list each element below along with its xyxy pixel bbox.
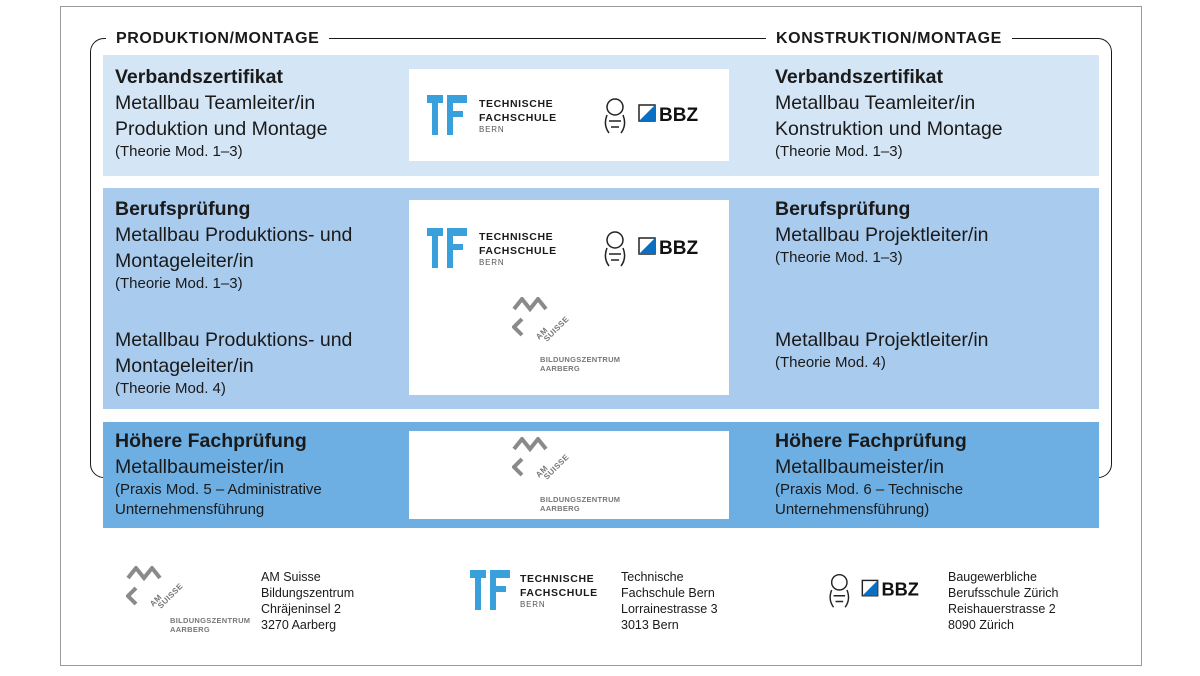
footer-am-suisse-address: AM Suisse Bildungszentrum Chräjeninsel 2… — [261, 569, 354, 633]
tf-line1: TECHNISCHE — [479, 231, 554, 243]
band1-right-note: (Theorie Mod. 1–3) — [775, 143, 903, 160]
band2-right-a-text: Berufsprüfung Metallbau Projektleiter/in… — [775, 196, 989, 268]
am-sub2: AARBERG — [540, 364, 581, 373]
am-sub1: BILDUNGSZENTRUM — [170, 616, 251, 625]
band2-left-b-line1: Metallbau Produktions- und — [115, 329, 353, 351]
band2-right-b-note: (Theorie Mod. 4) — [775, 354, 886, 371]
address-line: Berufsschule Zürich — [948, 586, 1059, 600]
band2-left-b-text: Metallbau Produktions- und Montageleiter… — [115, 327, 352, 399]
band1-left-line2: Produktion und Montage — [115, 118, 328, 140]
band1-left-text: Verbandszertifikat Metallbau Teamleiter/… — [115, 64, 327, 162]
band1-right-line1: Metallbau Teamleiter/in — [775, 92, 976, 114]
tf-line2: FACHSCHULE — [520, 587, 598, 599]
band2-left-b-note: (Theorie Mod. 4) — [115, 380, 226, 397]
band2-right-a-title: Berufsprüfung — [775, 198, 911, 220]
band1-right-title: Verbandszertifikat — [775, 66, 943, 88]
tf-line3: BERN — [479, 125, 505, 134]
bbz-lion-icon: BBZ — [829, 573, 919, 608]
band2-left-a-line2: Montageleiter/in — [115, 250, 254, 272]
footer-tf-logo: TECHNISCHE FACHSCHULE BERN — [470, 570, 597, 615]
band3-right-note1: (Praxis Mod. 6 – Technische — [775, 481, 964, 498]
band1-right-text: Verbandszertifikat Metallbau Teamleiter/… — [775, 64, 1003, 162]
am-suisse-icon — [125, 564, 162, 606]
band1-right-line2: Konstruktion und Montage — [775, 118, 1003, 140]
tf-line3: BERN — [520, 600, 546, 609]
address-line: Lorrainestrasse 3 — [621, 602, 718, 616]
band3-left-note2: Unternehmensführung — [115, 501, 265, 518]
footer-bbz-address: Baugewerbliche Berufsschule Zürich Reish… — [948, 569, 1058, 633]
am-sub2: AARBERG — [540, 504, 581, 513]
band1-left-note: (Theorie Mod. 1–3) — [115, 143, 243, 160]
am-sub2: AARBERG — [170, 625, 211, 634]
address-line: AM Suisse — [261, 570, 321, 584]
band3-right-line1: Metallbaumeister/in — [775, 456, 945, 478]
header-produktion: PRODUKTION/MONTAGE — [106, 29, 330, 49]
address-line: 8090 Zürich — [948, 618, 1015, 632]
address-line: Bildungszentrum — [261, 586, 355, 600]
outer-frame — [60, 6, 1142, 666]
address-line: Baugewerbliche — [948, 570, 1037, 584]
bbz-logo: BBZ — [599, 95, 719, 140]
tf-logo: TECHNISCHE FACHSCHULE BERN — [427, 95, 556, 140]
band2-right-b-line1: Metallbau Projektleiter/in — [775, 329, 989, 351]
tf-logo-icon — [427, 228, 467, 268]
band3-left-line1: Metallbaumeister/in — [115, 456, 285, 478]
header-konstruktion: KONSTRUKTION/MONTAGE — [766, 29, 1012, 49]
address-line: Fachschule Bern — [621, 586, 715, 600]
bbz-lion-icon: BBZ — [604, 98, 698, 134]
footer-tf-address: Technische Fachschule Bern Lorrainestras… — [621, 569, 718, 633]
band1-logo-box: TECHNISCHE FACHSCHULE BERN BBZ — [409, 69, 729, 161]
tf-logo: TECHNISCHE FACHSCHULE BERN — [427, 228, 556, 273]
band2-left-a-title: Berufsprüfung — [115, 198, 251, 220]
band2-right-a-note: (Theorie Mod. 1–3) — [775, 249, 903, 266]
band2-left-a-note: (Theorie Mod. 1–3) — [115, 275, 243, 292]
tf-line2: FACHSCHULE — [479, 245, 557, 257]
footer-am-suisse-logo: AM SUISSE BILDUNGSZENTRUM AARBERG — [125, 564, 250, 636]
band3-right-note2: Unternehmensführung) — [775, 501, 930, 518]
band3-right-title: Höhere Fachprüfung — [775, 430, 967, 452]
band2-logo-box: TECHNISCHE FACHSCHULE BERN BBZ AM SUISSE… — [409, 200, 729, 395]
bbz-text: BBZ — [882, 580, 919, 600]
address-line: Technische — [621, 570, 684, 584]
footer-bbz-logo: BBZ — [824, 570, 939, 615]
address-line: 3013 Bern — [621, 618, 679, 632]
bbz-lion-icon: BBZ — [604, 231, 698, 267]
band3-left-note1: (Praxis Mod. 5 – Administrative — [115, 481, 322, 498]
am-suisse-logo: AM SUISSE BILDUNGSZENTRUM AARBERG — [511, 435, 642, 517]
tf-line2: FACHSCHULE — [479, 112, 557, 124]
band3-right-text: Höhere Fachprüfung Metallbaumeister/in (… — [775, 428, 967, 520]
am-suisse-icon — [511, 435, 548, 477]
tf-logo-icon — [427, 95, 467, 135]
tf-line1: TECHNISCHE — [479, 98, 554, 110]
am-suisse-icon — [511, 295, 548, 337]
band2-left-a-line1: Metallbau Produktions- und — [115, 224, 353, 246]
address-line: Reishauerstrasse 2 — [948, 602, 1056, 616]
address-line: 3270 Aarberg — [261, 618, 337, 632]
bbz-logo: BBZ — [599, 228, 719, 273]
band1-left-line1: Metallbau Teamleiter/in — [115, 92, 316, 114]
tf-line3: BERN — [479, 258, 505, 267]
am-sub1: BILDUNGSZENTRUM — [540, 355, 621, 364]
tf-logo-icon — [470, 570, 510, 610]
band2-left-a-text: Berufsprüfung Metallbau Produktions- und… — [115, 196, 352, 294]
band2-right-b-text: Metallbau Projektleiter/in (Theorie Mod.… — [775, 327, 989, 373]
bbz-text: BBZ — [659, 105, 698, 126]
tf-line1: TECHNISCHE — [520, 573, 595, 585]
band3-logo-box: AM SUISSE BILDUNGSZENTRUM AARBERG — [409, 431, 729, 519]
am-sub1: BILDUNGSZENTRUM — [540, 495, 621, 504]
bbz-text: BBZ — [659, 238, 698, 259]
band3-left-title: Höhere Fachprüfung — [115, 430, 307, 452]
band2-right-a-line1: Metallbau Projektleiter/in — [775, 224, 989, 246]
band1-left-title: Verbandszertifikat — [115, 66, 283, 88]
address-line: Chräjeninsel 2 — [261, 602, 341, 616]
band2-left-b-line2: Montageleiter/in — [115, 355, 254, 377]
am-suisse-logo: AM SUISSE BILDUNGSZENTRUM AARBERG — [511, 295, 642, 377]
band3-left-text: Höhere Fachprüfung Metallbaumeister/in (… — [115, 428, 322, 520]
